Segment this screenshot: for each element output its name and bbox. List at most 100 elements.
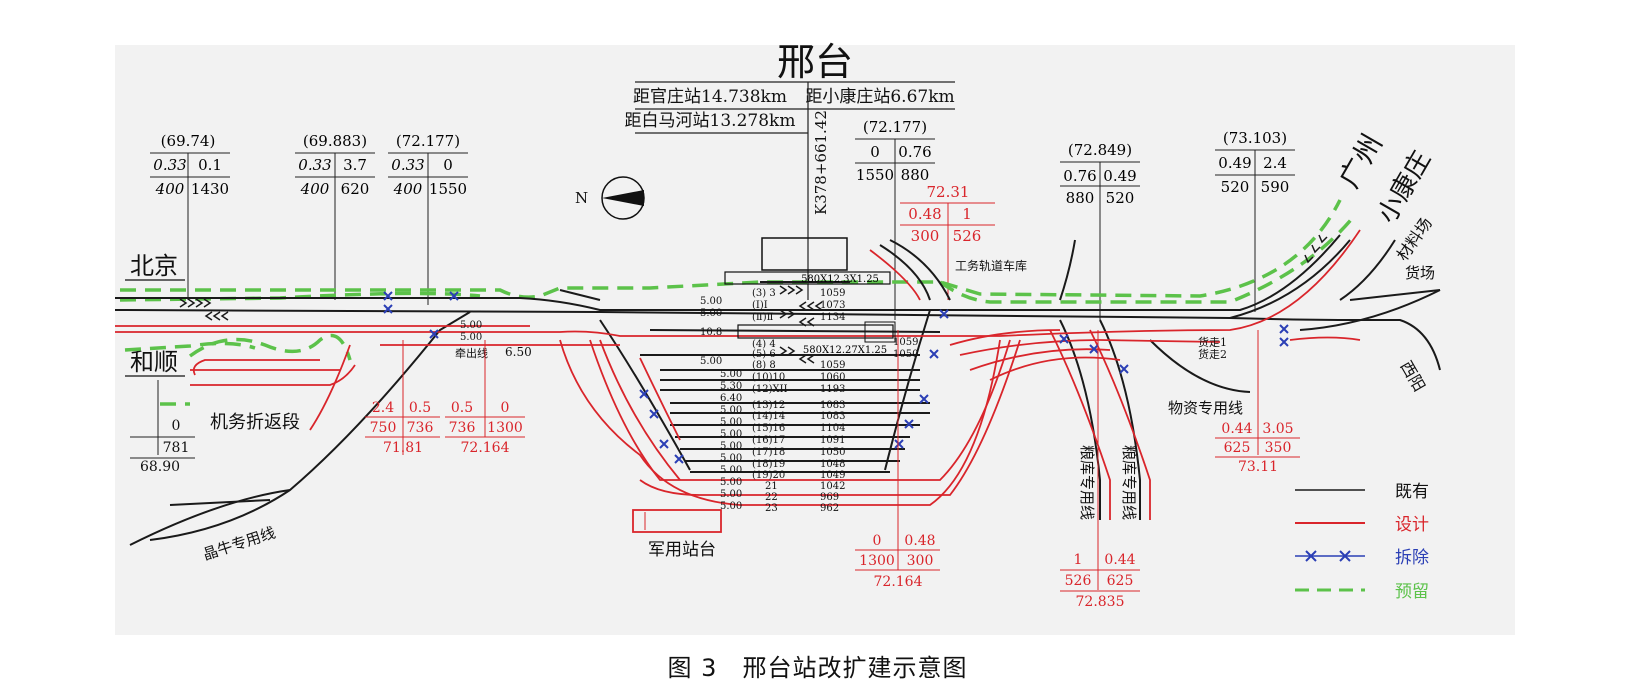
removed-marks: [383, 291, 1289, 464]
svg-text:1042: 1042: [820, 481, 845, 492]
svg-text:0.33: 0.33: [153, 156, 186, 174]
direction-arrows: [179, 234, 1328, 364]
svg-text:(72.177): (72.177): [396, 132, 460, 150]
legend-removed-cross-icon: [1305, 550, 1351, 562]
svg-text:0.33: 0.33: [298, 156, 331, 174]
svg-text:5.00: 5.00: [720, 477, 742, 488]
svg-text:72.835: 72.835: [1076, 594, 1125, 610]
svg-text:736: 736: [449, 420, 476, 436]
maint-shed-label: 工务轨道车库: [955, 258, 1027, 273]
svg-text:400: 400: [300, 180, 330, 198]
svg-text:962: 962: [820, 503, 839, 514]
legend-removed-label: 拆除: [1395, 548, 1429, 568]
svg-text:5.00: 5.00: [720, 429, 742, 440]
svg-text:(72.849): (72.849): [1068, 141, 1132, 159]
svg-text:750: 750: [370, 420, 397, 436]
svg-text:(18)19: (18)19: [752, 459, 785, 470]
svg-text:2.4: 2.4: [372, 400, 394, 416]
title-block: 邢台 距官庄站14.738km 距小康庄站6.67km 距白马河站13.278k…: [625, 40, 955, 300]
profile-red-e: 0.44 3.05 625 350 73.11: [1215, 330, 1300, 475]
label-beijing: 北京: [130, 252, 178, 280]
svg-text:23: 23: [765, 503, 778, 514]
svg-text:73.11: 73.11: [1238, 459, 1278, 475]
profile-red-d: 1 0.44 526 625 72.835: [1060, 330, 1140, 610]
svg-text:72.164: 72.164: [874, 574, 923, 590]
svg-text:0.76: 0.76: [898, 143, 931, 161]
svg-text:(5) 6: (5) 6: [752, 349, 776, 360]
svg-text:(Ⅱ)Ⅱ: (Ⅱ)Ⅱ: [752, 312, 774, 323]
svg-text:(69.883): (69.883): [303, 132, 367, 150]
svg-text:1430: 1430: [191, 180, 229, 198]
svg-text:520: 520: [1106, 189, 1135, 207]
military-platform: 军用站台: [632, 509, 722, 560]
svg-text:1059: 1059: [893, 337, 918, 348]
north-label: N: [575, 189, 588, 207]
svg-text:0: 0: [443, 156, 453, 174]
svg-text:880: 880: [1066, 189, 1095, 207]
svg-text:5.00: 5.00: [720, 417, 742, 428]
svg-text:1: 1: [962, 205, 972, 223]
svg-text:1050: 1050: [893, 349, 918, 360]
svg-text:68.90: 68.90: [140, 459, 180, 475]
profile-red-a: 2.4 0.5 750 736 71.81: [365, 340, 440, 456]
svg-text:1059: 1059: [820, 360, 845, 371]
svg-text:5.00: 5.00: [720, 465, 742, 476]
svg-text:(72.177): (72.177): [863, 118, 927, 136]
profile-top-1: (69.74) 0.33 0.1 400 1430: [150, 132, 230, 300]
track-labels: 5.00 (3) 3 1059 5.00 (Ⅰ)Ⅰ 1073 (Ⅱ)Ⅱ 1134 10…: [460, 288, 918, 514]
reserved-lines: [119, 199, 1357, 406]
svg-text:1104: 1104: [820, 423, 845, 434]
svg-text:72.31: 72.31: [927, 183, 970, 201]
svg-text:(12)XII: (12)XII: [752, 384, 788, 395]
svg-text:300: 300: [907, 553, 934, 569]
existing-lines: [114, 234, 1441, 546]
svg-text:71.81: 71.81: [383, 440, 423, 456]
svg-text:(3) 3: (3) 3: [752, 288, 776, 299]
svg-text:0.44: 0.44: [1104, 552, 1135, 568]
svg-text:0.44: 0.44: [1221, 421, 1252, 437]
svg-text:0: 0: [870, 143, 880, 161]
svg-text:(8) 8: (8) 8: [752, 360, 776, 371]
pull-out-label: 牵出线: [455, 346, 488, 360]
profile-red-top: 72.31 0.48 1 300 526: [900, 183, 995, 300]
dist-xiaokangzhuang: 距小康庄站6.67km: [805, 87, 954, 107]
svg-text:1134: 1134: [820, 312, 845, 323]
svg-text:(4) 4: (4) 4: [752, 339, 776, 350]
svg-text:1550: 1550: [856, 166, 894, 184]
label-heshun: 和顺: [130, 348, 178, 376]
svg-text:(69.74): (69.74): [161, 132, 216, 150]
svg-text:526: 526: [1065, 573, 1092, 589]
svg-text:5.00: 5.00: [700, 296, 722, 307]
svg-text:880: 880: [901, 166, 930, 184]
svg-text:0.33: 0.33: [391, 156, 424, 174]
svg-text:(Ⅰ)Ⅰ: (Ⅰ)Ⅰ: [752, 300, 768, 311]
svg-text:1073: 1073: [820, 300, 845, 311]
legend-design-label: 设计: [1395, 515, 1429, 535]
svg-text:0.1: 0.1: [198, 156, 222, 174]
svg-text:2.4: 2.4: [1263, 154, 1287, 172]
station-building: 580X12.3X1.25 580X12.27X1.25: [724, 237, 896, 356]
depot-siding1-label: 粮库专用线: [1078, 445, 1096, 520]
svg-text:0: 0: [873, 533, 882, 549]
svg-text:(19)20: (19)20: [752, 470, 785, 481]
svg-text:526: 526: [953, 227, 982, 245]
svg-text:5.00: 5.00: [700, 308, 722, 319]
materials-siding-label: 物资专用线: [1168, 399, 1243, 417]
station-title: 邢台: [777, 40, 853, 84]
svg-text:(15)16: (15)16: [752, 423, 785, 434]
svg-text:10.8: 10.8: [700, 327, 722, 338]
svg-text:0.48: 0.48: [908, 205, 941, 223]
freight1-label: 货走1: [1198, 335, 1227, 349]
svg-text:1059: 1059: [820, 288, 845, 299]
svg-text:(16)17: (16)17: [752, 435, 785, 446]
profile-top-3: (72.177) 0.33 0 400 1550: [388, 132, 468, 305]
legend: 既有 设计 拆除 预留: [1295, 482, 1429, 602]
svg-text:5.00: 5.00: [460, 332, 482, 343]
north-arrow-icon: N: [575, 176, 645, 220]
svg-text:625: 625: [1224, 440, 1251, 456]
svg-text:0.49: 0.49: [1218, 154, 1251, 172]
svg-text:0.5: 0.5: [409, 400, 431, 416]
svg-text:1193: 1193: [820, 384, 845, 395]
svg-text:1049: 1049: [820, 470, 845, 481]
svg-text:1050: 1050: [820, 447, 845, 458]
